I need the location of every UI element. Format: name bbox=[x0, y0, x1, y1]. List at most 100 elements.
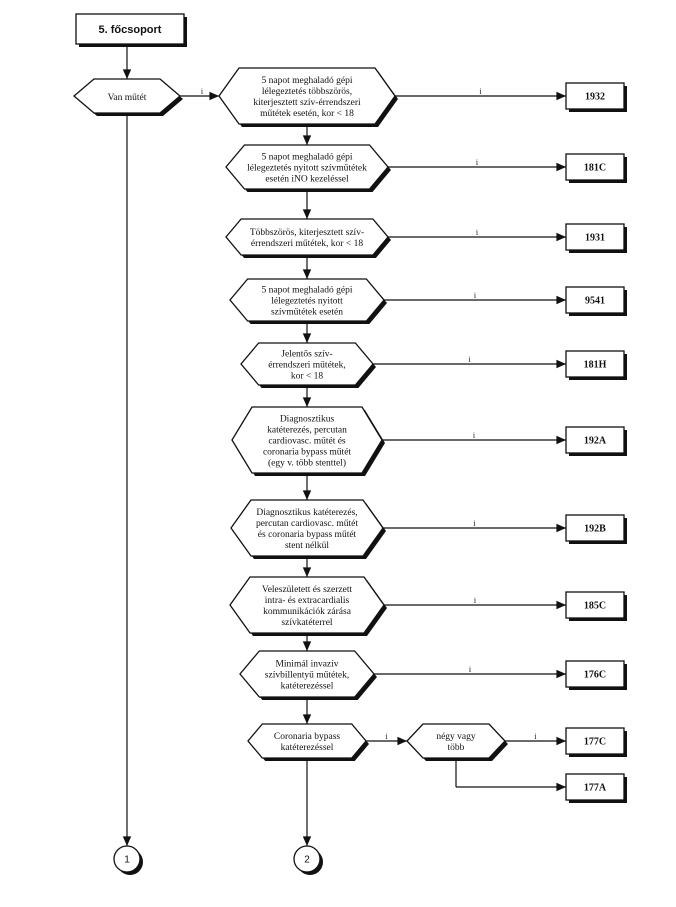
start-decision bbox=[72, 78, 183, 116]
step-6-label: katéterezés, percutan bbox=[267, 425, 347, 435]
step-1-shape bbox=[218, 67, 396, 125]
step-3-code: 1931 bbox=[585, 233, 605, 244]
step-6-code: 192A bbox=[584, 436, 607, 447]
step-6-yes-arrow bbox=[556, 435, 566, 445]
sub-no-arrow bbox=[556, 782, 566, 792]
step-9-code-box bbox=[565, 660, 625, 688]
step-8-label: szívkatéterrel bbox=[281, 618, 333, 628]
step-5-shape bbox=[240, 342, 374, 386]
step-8-yes-label: i bbox=[474, 596, 477, 605]
step-9-yes-label: i bbox=[469, 665, 472, 674]
step-2-shape bbox=[225, 144, 389, 190]
step-6-down-arrow bbox=[302, 490, 312, 500]
step-1-label: kiterjesztett szív-érrendszeri bbox=[253, 98, 361, 108]
step-10-shape bbox=[247, 723, 367, 759]
step-7-label: percutan cardiovasc. műtét bbox=[256, 519, 358, 529]
step-4-yes-label: i bbox=[474, 291, 477, 300]
step-5 bbox=[240, 342, 376, 388]
step-6-shape bbox=[231, 406, 383, 474]
title-to-decision-arrow bbox=[122, 69, 132, 79]
step-9-code: 176C bbox=[584, 670, 606, 681]
step-1-code-box bbox=[565, 82, 625, 110]
last-step-no-arrow bbox=[302, 836, 312, 846]
step-4-code: 9541 bbox=[585, 296, 605, 307]
else-code-box bbox=[565, 773, 625, 801]
step-4-yes-arrow bbox=[556, 295, 566, 305]
step-5-label: Jelentős szív- bbox=[281, 349, 332, 359]
step-5-code-box bbox=[565, 350, 625, 378]
step-5-yes-label: i bbox=[468, 355, 471, 364]
step-1 bbox=[218, 67, 398, 127]
step-10-code-box bbox=[565, 727, 625, 755]
step-7-code-box bbox=[565, 514, 625, 542]
step-1-yes-label: i bbox=[479, 87, 482, 96]
sub-decision-label: négy vagy bbox=[436, 732, 476, 742]
step-9-label: Minimál invazív bbox=[275, 659, 338, 669]
step-5-yes-arrow bbox=[556, 359, 566, 369]
step-2 bbox=[225, 144, 391, 192]
step-9-down-arrow bbox=[302, 714, 312, 724]
step-6 bbox=[231, 406, 385, 476]
step-4-down-arrow bbox=[302, 333, 312, 343]
step-2-yes-arrow bbox=[556, 162, 566, 172]
step-10-label: Coronaria bypass bbox=[274, 732, 341, 742]
step-6-label: coronaria bypass műtét bbox=[263, 447, 351, 457]
step-6-yes-label: i bbox=[473, 431, 476, 440]
step-10 bbox=[247, 723, 369, 761]
sub-decision-shape bbox=[406, 723, 506, 759]
step-3-label: Többszörös, kiterjesztett szív- bbox=[250, 228, 364, 238]
step-4-label: szívműtétek esetén bbox=[271, 307, 343, 317]
step-7-yes-arrow bbox=[556, 523, 566, 533]
connector-2-label: 2 bbox=[304, 855, 310, 866]
step-7 bbox=[230, 499, 386, 559]
sub-decision-label: több bbox=[448, 743, 465, 753]
connector-1-label: 1 bbox=[124, 855, 130, 866]
step-2-label: 5 napot meghaladó gépi bbox=[261, 152, 352, 162]
step-4 bbox=[229, 278, 387, 324]
step-7-label: Diagnosztikus katéterezés, bbox=[256, 508, 357, 518]
step-9 bbox=[239, 650, 377, 700]
step-7-label: és coronaria bypass műtét bbox=[258, 530, 357, 540]
step-4-label: lélegeztetés nyitott bbox=[271, 296, 343, 306]
step-1-yes-arrow bbox=[556, 91, 566, 101]
step-4-label: 5 napot meghaladó gépi bbox=[261, 285, 352, 295]
step-3-yes-label: i bbox=[476, 228, 479, 237]
step-1-down-arrow bbox=[302, 135, 312, 145]
step-4-code-box bbox=[565, 286, 625, 314]
step-1-code: 1932 bbox=[585, 92, 605, 103]
step-3-code-box bbox=[565, 223, 625, 251]
sub-decision bbox=[406, 723, 508, 761]
step-1-label: lélegeztetés többszörös, bbox=[262, 87, 352, 97]
step-8-down-arrow bbox=[302, 641, 312, 651]
sub-yes-arrow bbox=[556, 736, 566, 746]
step-3-down-arrow bbox=[302, 269, 312, 279]
step-5-code: 181H bbox=[584, 360, 607, 371]
step-6-label: cardiovasc. műtét és bbox=[268, 436, 346, 446]
step-2-code: 181C bbox=[584, 163, 606, 174]
step-7-yes-label: i bbox=[473, 519, 476, 528]
step-5-down-arrow bbox=[302, 397, 312, 407]
step-8-code: 185C bbox=[584, 601, 606, 612]
step-8-label: Veleszületett és szerzett bbox=[262, 585, 353, 595]
step-7-down-arrow bbox=[302, 567, 312, 577]
step-2-yes-label: i bbox=[476, 158, 479, 167]
step-1-label: műtétek esetén, kor < 18 bbox=[260, 109, 354, 119]
last-step-yes-arrow bbox=[397, 736, 407, 746]
step-7-code: 192B bbox=[584, 524, 606, 535]
step-2-label: lélegeztetés nyitott szívműtétek bbox=[247, 163, 367, 173]
step-9-shape bbox=[239, 650, 375, 698]
step-3-label: érrendszeri műtétek, kor < 18 bbox=[251, 239, 363, 249]
step-7-shape bbox=[230, 499, 384, 557]
step-7-label: stent nélkül bbox=[285, 541, 329, 551]
start-yes-arrow bbox=[209, 91, 219, 101]
step-6-code-box bbox=[565, 426, 625, 454]
step-8-code-box bbox=[565, 591, 625, 619]
step-8 bbox=[229, 576, 387, 636]
step-9-label: katéterezéssel bbox=[281, 681, 334, 691]
connector-1 bbox=[113, 845, 141, 873]
step-5-label: érrendszeri műtétek, bbox=[268, 360, 346, 370]
step-3 bbox=[225, 218, 391, 258]
step-2-label: esetén iNO kezeléssel bbox=[265, 174, 349, 184]
